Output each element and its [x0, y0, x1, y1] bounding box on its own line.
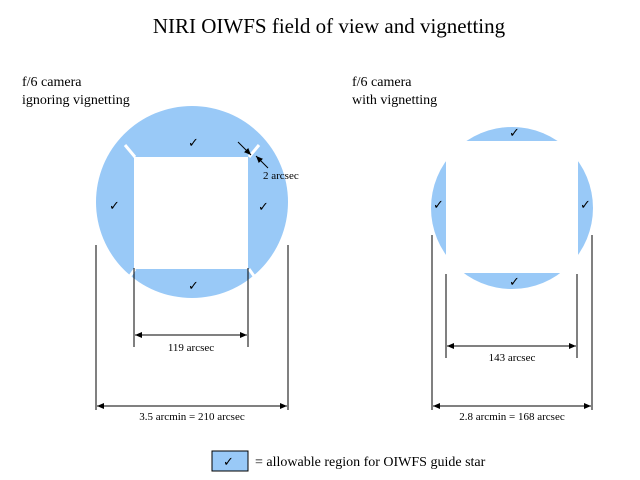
legend: ✓ = allowable region for OIWFS guide sta… [211, 450, 486, 472]
right-outer-dimension-label: 2.8 arcmin = 168 arcsec [459, 411, 565, 423]
left-panel-label-line2: ignoring vignetting [22, 93, 130, 108]
left-separator-nw [123, 144, 137, 158]
legend-swatch [211, 450, 249, 472]
left-check-right: ✓ [258, 200, 269, 215]
left-panel: f/6 camera ignoring vignetting ✓ ✓ ✓ ✓ 2… [22, 75, 299, 423]
right-check-bottom: ✓ [509, 275, 520, 290]
left-panel-label-line1: f/6 camera [22, 75, 82, 90]
right-central-square [446, 141, 578, 273]
left-probe-arrow-in [237, 141, 252, 156]
left-outer-dimension-label: 3.5 arcmin = 210 arcsec [139, 411, 245, 423]
left-central-square [134, 157, 248, 269]
left-check-left: ✓ [109, 199, 120, 214]
diagram-title: NIRI OIWFS field of view and vignetting [153, 14, 506, 38]
right-check-top: ✓ [509, 126, 520, 141]
legend-check-icon: ✓ [223, 455, 234, 470]
left-probe-arrow-out [255, 155, 269, 169]
right-inner-dimension-label: 143 arcsec [489, 352, 536, 364]
left-check-bottom: ✓ [188, 279, 199, 294]
left-inner-dimension-label: 119 arcsec [168, 342, 214, 354]
left-probe-annotation: 2 arcsec [263, 170, 299, 182]
right-panel-label-line2: with vignetting [352, 93, 437, 108]
left-check-top: ✓ [188, 136, 199, 151]
right-panel: f/6 camera with vignetting ✓ ✓ ✓ ✓ 143 a… [352, 75, 593, 423]
left-separator-se [247, 268, 261, 284]
right-panel-label-line1: f/6 camera [352, 75, 412, 90]
right-check-left: ✓ [433, 198, 444, 213]
right-check-right: ✓ [580, 198, 591, 213]
left-separator-sw [123, 268, 137, 284]
legend-text: = allowable region for OIWFS guide star [255, 455, 486, 470]
